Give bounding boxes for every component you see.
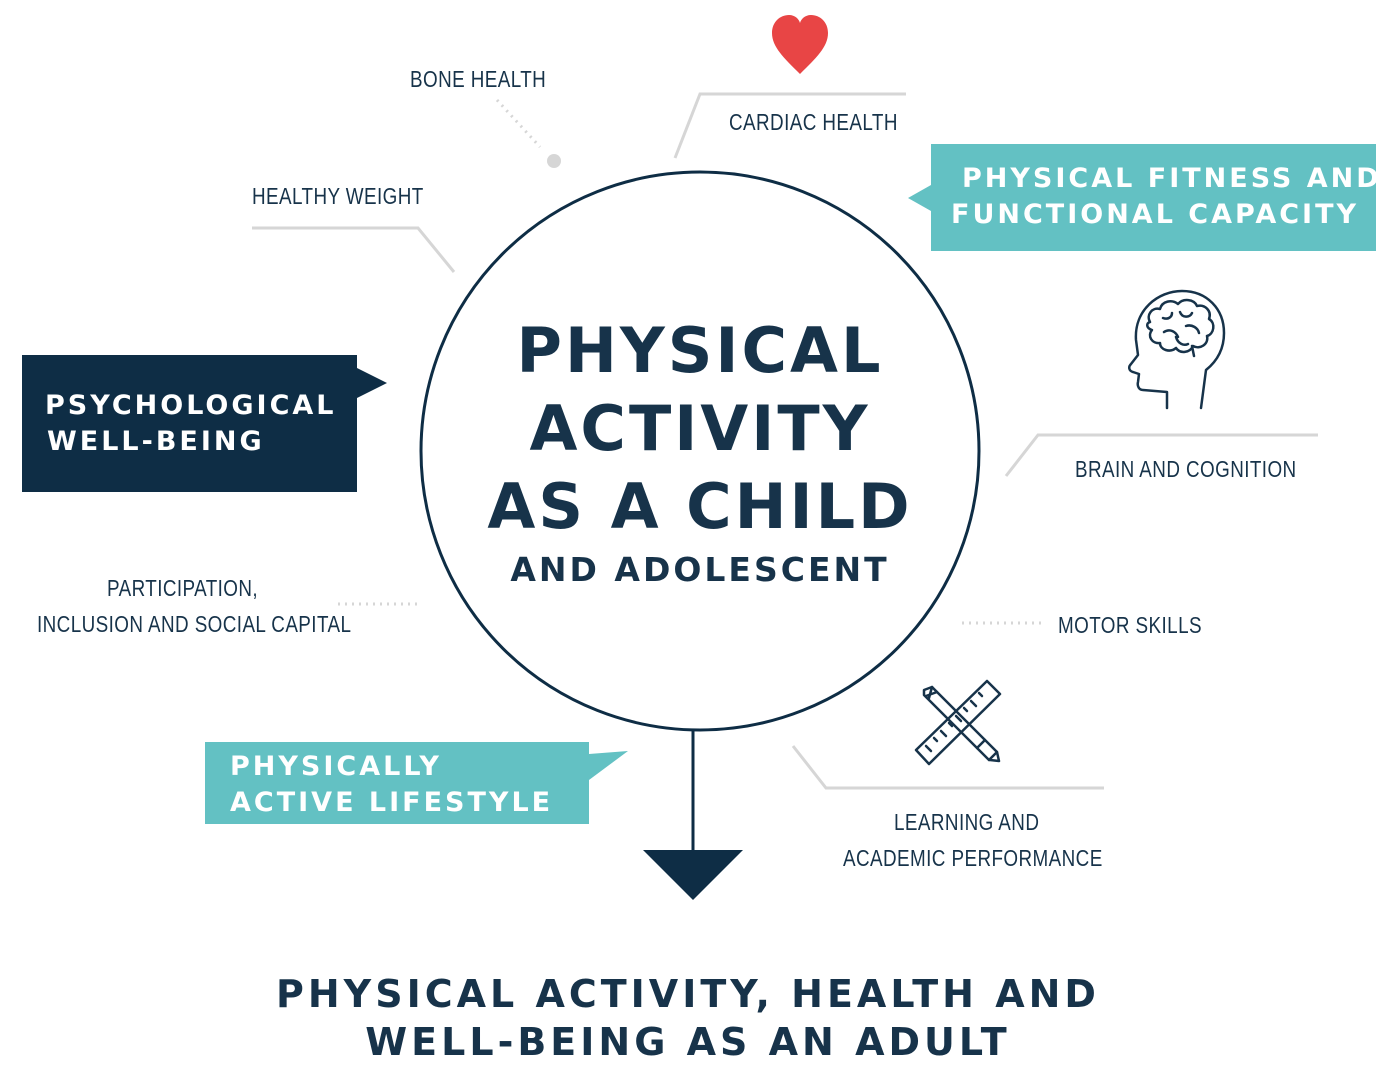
center-title-line4: AND ADOLESCENT xyxy=(510,550,890,589)
label-learning-line2: ACADEMIC PERFORMANCE xyxy=(843,845,1103,871)
lifestyle-box-line2: ACTIVE LIFESTYLE xyxy=(230,787,554,818)
center-title-line1: PHYSICAL xyxy=(516,314,884,387)
lifestyle-box-line1: PHYSICALLY xyxy=(230,751,442,782)
label-bone-health: BONE HEALTH xyxy=(410,66,547,92)
center-title: PHYSICAL ACTIVITY AS A CHILD AND ADOLESC… xyxy=(420,312,980,594)
psych-box xyxy=(22,355,387,492)
label-cardiac-health: CARDIAC HEALTH xyxy=(729,109,898,135)
connector-cardiac-health xyxy=(673,92,906,159)
center-title-line2: ACTIVITY xyxy=(529,392,871,465)
connector-learning xyxy=(791,745,1104,790)
lifestyle-box xyxy=(205,742,628,824)
fitness-box-line1: PHYSICAL FITNESS AND xyxy=(962,163,1376,194)
heart-icon xyxy=(772,15,828,74)
label-healthy-weight: HEALTHY WEIGHT xyxy=(252,183,424,209)
psych-box-line1: PSYCHOLOGICAL xyxy=(45,390,337,421)
label-brain-cognition: BRAIN AND COGNITION xyxy=(1075,456,1297,482)
connector-healthy-weight xyxy=(252,226,456,273)
head-brain-icon xyxy=(1128,289,1226,410)
label-motor-skills: MOTOR SKILLS xyxy=(1058,612,1202,638)
psych-box-line2: WELL-BEING xyxy=(47,426,265,457)
bottom-title-line2: WELL-BEING AS AN ADULT xyxy=(365,1020,1011,1064)
connector-brain-cognition xyxy=(1004,433,1318,477)
pencil-ruler-icon xyxy=(914,679,1002,766)
bottom-title-line1: PHYSICAL ACTIVITY, HEALTH AND xyxy=(276,972,1100,1016)
arrow-head xyxy=(643,850,743,900)
center-circle xyxy=(419,170,981,732)
fitness-box xyxy=(908,144,1376,251)
label-learning-line1: LEARNING AND xyxy=(894,809,1040,835)
fitness-box-line2: FUNCTIONAL CAPACITY xyxy=(951,199,1360,230)
label-participation-line2: INCLUSION AND SOCIAL CAPITAL xyxy=(37,611,352,637)
label-participation-line1: PARTICIPATION, xyxy=(107,575,259,601)
bone-health-dot xyxy=(547,154,561,168)
center-title-line3: AS A CHILD xyxy=(487,470,913,543)
connector-bone-health xyxy=(495,98,542,149)
bottom-title: PHYSICAL ACTIVITY, HEALTH AND WELL-BEING… xyxy=(0,970,1376,1066)
